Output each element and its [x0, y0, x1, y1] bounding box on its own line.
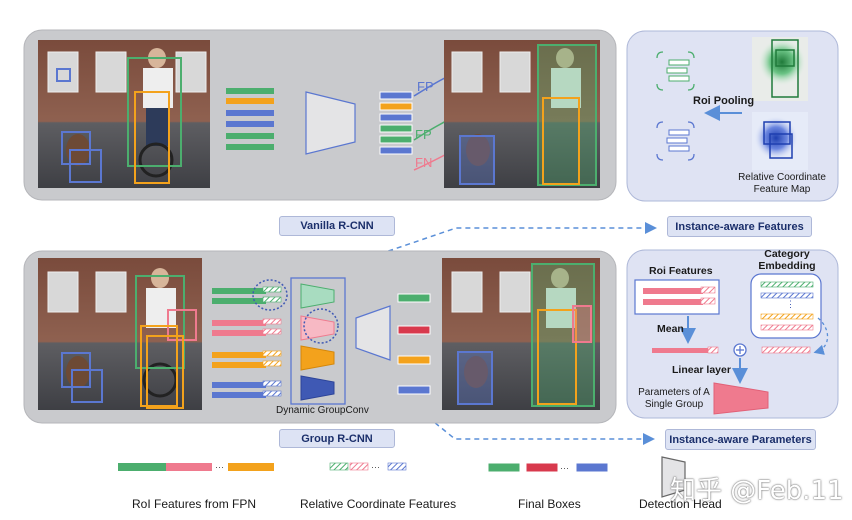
- params-group-line2: Single Group: [644, 399, 704, 410]
- legend-roi-features: ···: [118, 462, 274, 472]
- svg-text:···: ···: [560, 463, 569, 473]
- group-head-pink: [300, 315, 335, 341]
- instance-params-label: Instance-aware Parameters: [665, 429, 816, 450]
- input-photo-top: [38, 40, 210, 188]
- group-head-blue: [300, 375, 335, 401]
- final-boxes-bottom: [397, 293, 431, 395]
- params-group-line1: Parameters of A: [638, 387, 710, 398]
- box-green-bottom: [135, 275, 185, 369]
- legend-detection-head-label: Detection Head: [639, 497, 722, 511]
- box-orange-output-bottom: [537, 309, 577, 405]
- box-blue-output-bottom: [457, 351, 493, 405]
- legend-final-boxes-label: Final Boxes: [518, 497, 581, 511]
- box-orange-bottom-1: [140, 325, 178, 407]
- roi-features-box: [634, 279, 720, 315]
- box-blue-dog-2: [69, 149, 102, 183]
- fn-label: FN: [415, 155, 433, 170]
- box-green-output-bottom: [531, 263, 595, 407]
- relative-coordinate-map-blue: [752, 112, 808, 170]
- detection-head-bottom: [355, 305, 391, 361]
- group-rcnn-label: Group R-CNN: [279, 429, 395, 448]
- legend-relative-coord: ···: [329, 462, 407, 472]
- fp-label-2: FP: [415, 127, 432, 142]
- box-pink-output-bottom: [572, 305, 592, 343]
- group-head-orange: [300, 345, 335, 371]
- dynamic-groupconv-box: [290, 277, 346, 405]
- dotted-circle-features: [252, 279, 288, 311]
- box-blue-bottom-2: [71, 369, 103, 403]
- group-head-green: [300, 283, 335, 309]
- relative-coordinate-map-green: [752, 37, 808, 101]
- roi-features-label: Roi Features: [649, 265, 713, 277]
- single-group-params: [713, 382, 769, 415]
- plus-icon: [733, 343, 747, 357]
- relative-coordinate-label-line2: Feature Map: [753, 184, 811, 195]
- input-photo-bottom: [38, 258, 202, 410]
- output-photo-top: [444, 40, 600, 188]
- instance-features-label: Instance-aware Features: [667, 216, 812, 237]
- box-orange-bottom-2: [146, 335, 184, 409]
- dynamic-groupconv-label: Dynamic GroupConv: [276, 405, 369, 416]
- dotted-circle-head: [303, 308, 339, 344]
- relative-coordinate-label-line1: Relative Coordinate: [738, 172, 826, 183]
- legend-final-boxes: ···: [487, 462, 609, 473]
- legend-roi-features-label: RoI Features from FPN: [132, 497, 257, 511]
- box-green-output: [537, 44, 597, 186]
- box-blue-small: [56, 68, 71, 82]
- box-orange-output: [542, 97, 580, 185]
- legend-relative-coord-label: Relative Coordinate Features: [300, 497, 457, 511]
- pooled-features-blue: [656, 121, 695, 161]
- mean-label: Mean: [657, 323, 684, 335]
- embedding-feature: [761, 346, 811, 354]
- roi-pooling-label: Roi Pooling: [693, 95, 755, 107]
- pooled-features-green: [656, 51, 695, 91]
- box-blue-dog-output: [459, 135, 495, 185]
- svg-text:···: ···: [215, 462, 224, 472]
- category-embedding-line2: Embedding: [758, 260, 816, 272]
- legend-detection-head: [661, 456, 686, 498]
- fp-label-1: FP: [417, 79, 434, 94]
- relative-coordinate-label: Relative Coordinate Feature Map: [734, 172, 830, 196]
- box-orange-bike: [134, 91, 170, 184]
- category-embedding-box: [750, 273, 822, 339]
- embedding-to-sum-arrow: [813, 317, 829, 355]
- grouped-features: [212, 286, 282, 398]
- category-embedding-line1: Category: [764, 248, 810, 260]
- category-embedding-label: Category Embedding: [752, 248, 822, 272]
- mean-feature: [652, 348, 712, 353]
- params-group-label: Parameters of A Single Group: [636, 387, 712, 411]
- roi-feature-stack-top: [226, 88, 274, 150]
- svg-text:···: ···: [371, 462, 380, 472]
- watermark: 知乎 @Feb.11: [670, 476, 844, 506]
- linear-layer-label: Linear layer: [672, 364, 731, 376]
- vanilla-rcnn-label: Vanilla R-CNN: [279, 216, 395, 236]
- output-features-top: [379, 91, 413, 155]
- detection-head-top: [305, 91, 356, 155]
- box-green-person: [127, 57, 182, 167]
- box-blue-dog-1: [61, 131, 91, 165]
- svg-text:⋮: ⋮: [786, 299, 795, 309]
- dashed-to-instance-params: [329, 337, 655, 445]
